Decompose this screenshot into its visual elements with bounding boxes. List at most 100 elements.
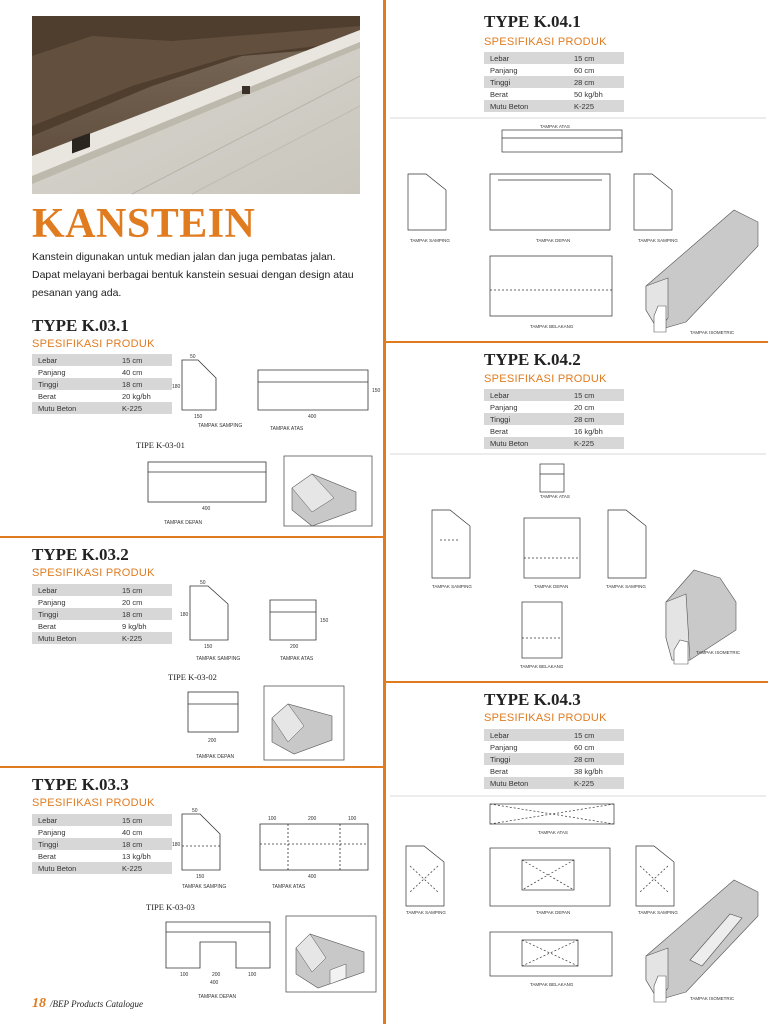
spec-heading-k042: SPESIFIKASI PRODUK (484, 373, 607, 385)
svg-text:400: 400 (308, 874, 317, 880)
drawing-k031-side-top: 50 180 150 400 150 TAMPAK SAMPING TAMPAK… (172, 354, 381, 432)
svg-text:150: 150 (204, 644, 213, 650)
svg-text:TAMPAK ISOMETRIC: TAMPAK ISOMETRIC (690, 330, 735, 335)
svg-text:180: 180 (172, 842, 181, 848)
spec-heading-k043: SPESIFIKASI PRODUK (484, 712, 607, 724)
column-divider (383, 0, 386, 1024)
svg-text:150: 150 (372, 388, 381, 394)
svg-text:400: 400 (308, 414, 317, 420)
title-k032: TYPE K.03.2 (32, 545, 129, 564)
svg-text:TAMPAK DEPAN: TAMPAK DEPAN (198, 994, 236, 1000)
spec-heading-k041: SPESIFIKASI PRODUK (484, 36, 607, 48)
svg-text:TAMPAK SAMPING: TAMPAK SAMPING (406, 910, 446, 915)
svg-text:400: 400 (202, 506, 211, 512)
page-number: 18 (32, 996, 46, 1011)
svg-text:TAMPAK DEPAN: TAMPAK DEPAN (536, 910, 570, 915)
svg-text:TAMPAK DEPAN: TAMPAK DEPAN (196, 754, 234, 760)
svg-text:TAMPAK BELAKANG: TAMPAK BELAKANG (520, 664, 564, 669)
tipe-k031: TIPE K-03-01 (136, 440, 185, 450)
drawing-k031-front-iso: 400 TAMPAK DEPAN (147, 455, 373, 527)
svg-text:400: 400 (210, 980, 219, 986)
drawing-k041: TAMPAK ATAS TAMPAK SAMPING TAMPAK DEPAN … (390, 117, 766, 335)
svg-text:TAMPAK BELAKANG: TAMPAK BELAKANG (530, 982, 574, 987)
title-k043: TYPE K.04.3 (484, 690, 581, 709)
spec-heading-k031: SPESIFIKASI PRODUK (32, 338, 155, 350)
title-k031: TYPE K.03.1 (32, 316, 129, 335)
divider-right-1 (386, 341, 768, 343)
title-k041: TYPE K.04.1 (484, 12, 581, 31)
svg-text:200: 200 (290, 644, 299, 650)
tipe-k033: TIPE K-03-03 (146, 902, 195, 912)
svg-text:TAMPAK DEPAN: TAMPAK DEPAN (534, 584, 568, 589)
title-k042: TYPE K.04.2 (484, 350, 581, 369)
svg-text:TAMPAK ATAS: TAMPAK ATAS (272, 884, 306, 890)
drawing-k032-front-iso: 200 TAMPAK DEPAN (187, 685, 345, 761)
svg-text:100: 100 (180, 972, 189, 978)
divider-left-1 (0, 536, 383, 538)
drawing-k033-side-top: 50 180 150 100 200 100 400 TAMPAK SAMPIN… (172, 808, 369, 890)
svg-text:TAMPAK ATAS: TAMPAK ATAS (538, 830, 568, 835)
svg-text:180: 180 (172, 384, 181, 390)
svg-text:200: 200 (212, 972, 221, 978)
svg-text:200: 200 (208, 738, 217, 744)
drawing-k033-front-iso: 100 200 100 400 TAMPAK DEPAN (165, 915, 377, 1000)
svg-text:TAMPAK ATAS: TAMPAK ATAS (540, 124, 570, 129)
svg-text:200: 200 (308, 816, 317, 822)
drawing-k043: TAMPAK ATAS TAMPAK SAMPING TAMPAK DEPAN … (390, 795, 766, 1003)
footer-text: /BEP Products Catalogue (50, 999, 143, 1009)
svg-text:TAMPAK SAMPING: TAMPAK SAMPING (196, 656, 240, 662)
svg-text:TAMPAK SAMPING: TAMPAK SAMPING (182, 884, 226, 890)
svg-text:TAMPAK DEPAN: TAMPAK DEPAN (164, 520, 202, 526)
svg-text:100: 100 (268, 816, 277, 822)
svg-text:TAMPAK SAMPING: TAMPAK SAMPING (638, 238, 678, 243)
svg-text:TAMPAK SAMPING: TAMPAK SAMPING (432, 584, 472, 589)
kanstein-photo (32, 16, 361, 195)
svg-text:150: 150 (194, 414, 203, 420)
svg-text:TAMPAK ATAS: TAMPAK ATAS (270, 426, 304, 432)
svg-text:50: 50 (200, 580, 206, 586)
divider-left-2 (0, 766, 383, 768)
svg-text:50: 50 (192, 808, 198, 814)
svg-text:TAMPAK ISOMETRIC: TAMPAK ISOMETRIC (696, 650, 741, 655)
svg-text:180: 180 (180, 612, 189, 618)
drawing-k032-side-top: 50 180 150 200 150 TAMPAK SAMPING TAMPAK… (180, 580, 329, 662)
svg-text:100: 100 (348, 816, 357, 822)
svg-text:50: 50 (190, 354, 196, 360)
svg-text:TAMPAK SAMPING: TAMPAK SAMPING (606, 584, 646, 589)
svg-text:TAMPAK SAMPING: TAMPAK SAMPING (638, 910, 678, 915)
svg-text:TAMPAK ATAS: TAMPAK ATAS (540, 494, 570, 499)
svg-text:TAMPAK ATAS: TAMPAK ATAS (280, 656, 314, 662)
svg-text:100: 100 (248, 972, 257, 978)
page-title: KANSTEIN (32, 201, 256, 247)
